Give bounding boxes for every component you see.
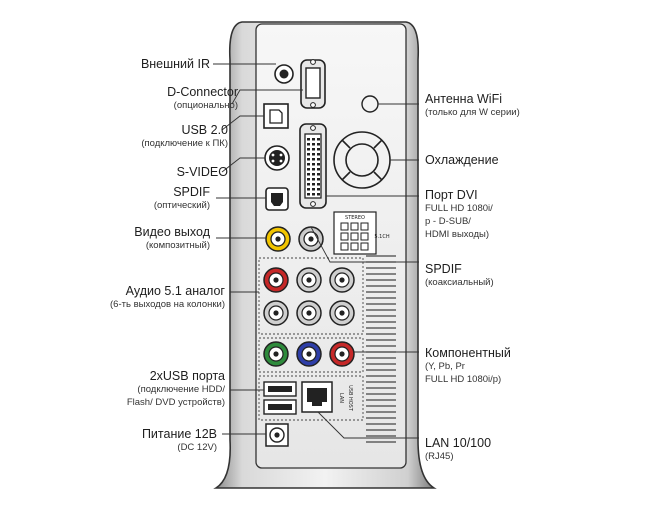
stereo-mark: STEREO [345, 215, 365, 221]
d-connector-port [300, 59, 326, 109]
label-s-video: S-VIDEO [176, 165, 228, 179]
usb-host-ports [263, 381, 297, 415]
spdif-coaxial-jack [298, 226, 324, 252]
label-lan: LAN 10/100 (RJ45) [425, 436, 492, 463]
label-spdif-optical: SPDIF (оптический) [153, 185, 210, 212]
s-video-port [264, 145, 290, 171]
usb-b-port [263, 103, 289, 129]
vent-grille [366, 255, 396, 443]
lan-mark: LAN [338, 393, 344, 403]
wifi-antenna-mount [361, 95, 379, 113]
label-video-out: Видео выход (композитный) [134, 225, 210, 252]
label-usb-host: 2xUSB порта (подключение HDD/ Flash/ DVD… [126, 369, 225, 409]
audio-mode-switch: STEREO 5.1CH [333, 211, 390, 255]
ir-jack [274, 64, 294, 84]
label-component: Компонентный (Y, Pb, Pr FULL HD 1080i/p) [425, 346, 511, 386]
ch51-mark: 5.1CH [374, 234, 389, 240]
label-external-ir: Внешний IR [140, 57, 210, 71]
dvi-port [299, 123, 327, 209]
audio-51-jacks [263, 267, 355, 326]
label-d-connector: D-Connector (опционально) [167, 85, 238, 112]
spdif-optical-port [265, 187, 289, 211]
label-dvi: Порт DVI FULL HD 1080i/ p - D-SUB/ HDMI … [425, 188, 493, 241]
composite-video-jack [265, 226, 291, 252]
component-jacks [263, 341, 355, 367]
lan-port [301, 381, 333, 413]
label-audio-51: Аудио 5.1 аналог (6-ть выходов на колонк… [110, 284, 225, 311]
label-power: Питание 12В (DC 12V) [141, 427, 217, 454]
label-usb2: USB 2.0 (подключение к ПК) [141, 123, 228, 150]
label-spdif-coaxial: SPDIF (коаксиальный) [425, 262, 494, 289]
leader-lines [213, 63, 419, 439]
usb-host-mark: USB HOST [347, 385, 353, 412]
label-cooling: Охлаждение [425, 153, 499, 167]
label-wifi-antenna: Антенна WiFi (только для W серии) [425, 92, 520, 119]
dc-power-jack [265, 423, 289, 447]
